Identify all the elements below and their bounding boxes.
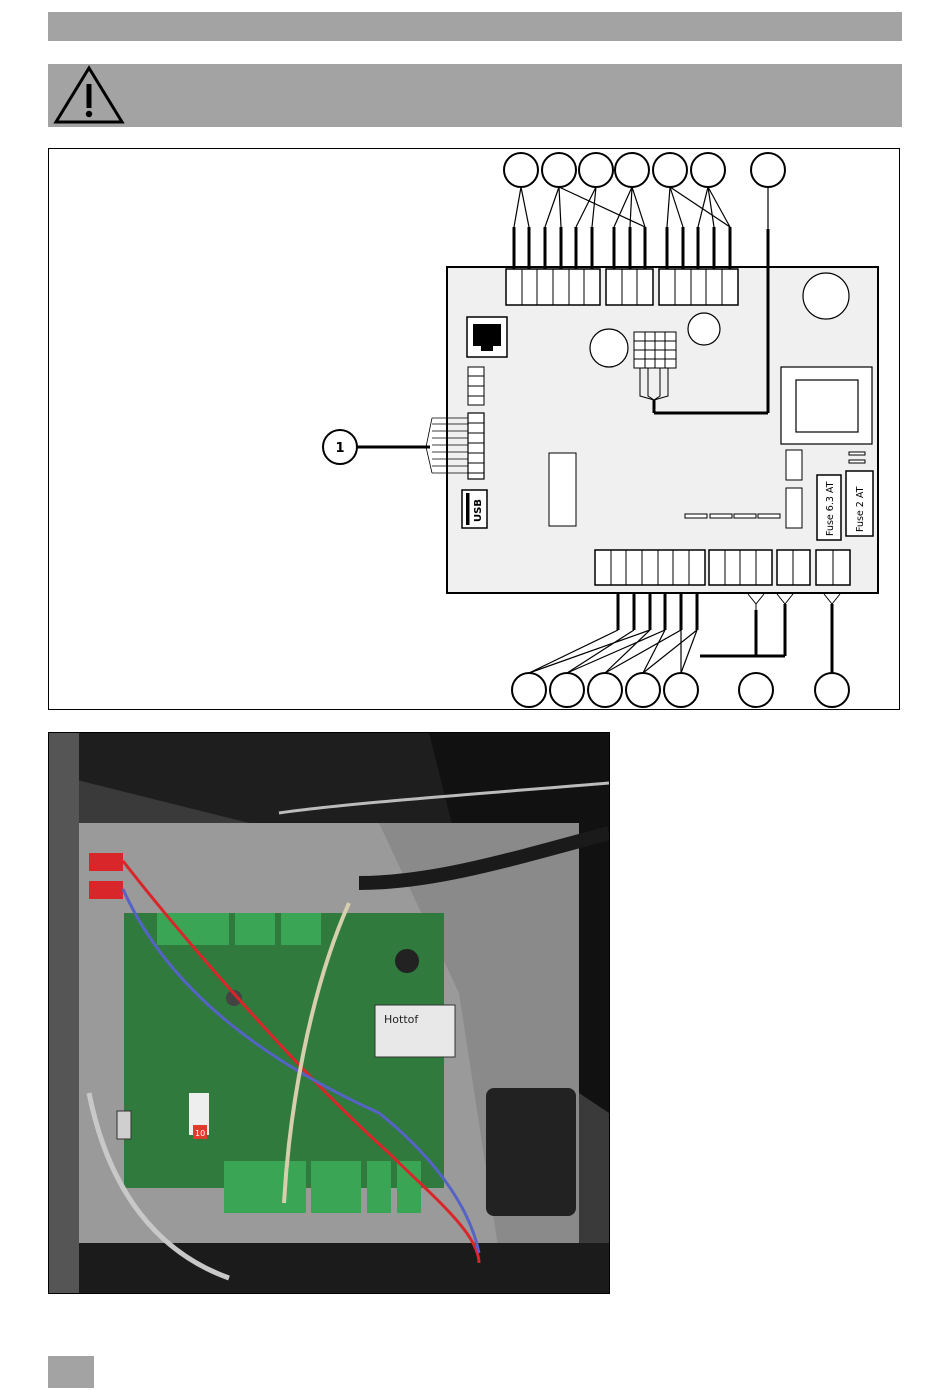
fuse-1-label: Fuse 6.3 AT <box>825 481 836 536</box>
photo-illustration: Hottof 10 <box>49 733 609 1293</box>
photo-usb-port <box>117 1111 131 1139</box>
capacitor-large <box>803 273 849 319</box>
bottom-terminal-block-4 <box>816 550 850 585</box>
photo-relay: 10 <box>189 1093 209 1139</box>
relay-1 <box>786 450 802 480</box>
warning-triangle-icon <box>52 64 126 126</box>
ic-chip <box>549 453 576 526</box>
photo-transformer: Hottof <box>375 1005 455 1057</box>
bottom-terminal-block-1 <box>595 550 705 585</box>
rj45-socket <box>467 317 507 357</box>
fuse-6-3-at: Fuse 6.3 AT <box>817 475 841 540</box>
warning-bar <box>48 64 902 127</box>
capacitor-left <box>590 329 628 367</box>
top-callout-circles <box>504 153 785 187</box>
transformer <box>781 367 872 444</box>
top-callout-lines <box>514 187 730 227</box>
bottom-terminal-block-3 <box>777 550 810 585</box>
pin-header <box>634 332 676 368</box>
transformer-brand: Hottof <box>384 1013 419 1026</box>
callout-1: 1 <box>323 430 430 464</box>
section-header-bar <box>48 12 902 41</box>
page-number-tab <box>48 1356 94 1388</box>
top-terminal-block-1 <box>506 269 600 305</box>
bottom-callout-lines <box>529 630 697 673</box>
wiring-diagram: 1 USB Fuse 6.3 AT Fuse 2 AT <box>48 148 902 712</box>
top-terminal-block-3 <box>659 269 738 305</box>
fuse-2-label: Fuse 2 AT <box>855 486 866 532</box>
bottom-terminal-block-2 <box>709 550 772 585</box>
relay-2 <box>786 488 802 528</box>
fuse-2-at: Fuse 2 AT <box>846 471 873 536</box>
top-terminal-block-2 <box>606 269 653 305</box>
capacitor-small <box>688 313 720 345</box>
smd-row <box>685 514 780 518</box>
top-wire-stubs <box>514 227 730 269</box>
small-header-left <box>468 367 484 405</box>
usb-label: USB <box>473 499 484 522</box>
usb-port: USB <box>462 490 487 528</box>
relay-label: 10 <box>195 1129 205 1138</box>
photo-capacitor <box>395 949 419 973</box>
bottom-callout-circles <box>512 673 849 707</box>
bottom-wire-stubs <box>618 593 697 630</box>
photo-junction-box <box>486 1088 576 1216</box>
bottom-power-wires <box>700 594 840 673</box>
control-board-photo: Hottof 10 <box>48 732 610 1294</box>
callout-1-label: 1 <box>335 441 344 456</box>
